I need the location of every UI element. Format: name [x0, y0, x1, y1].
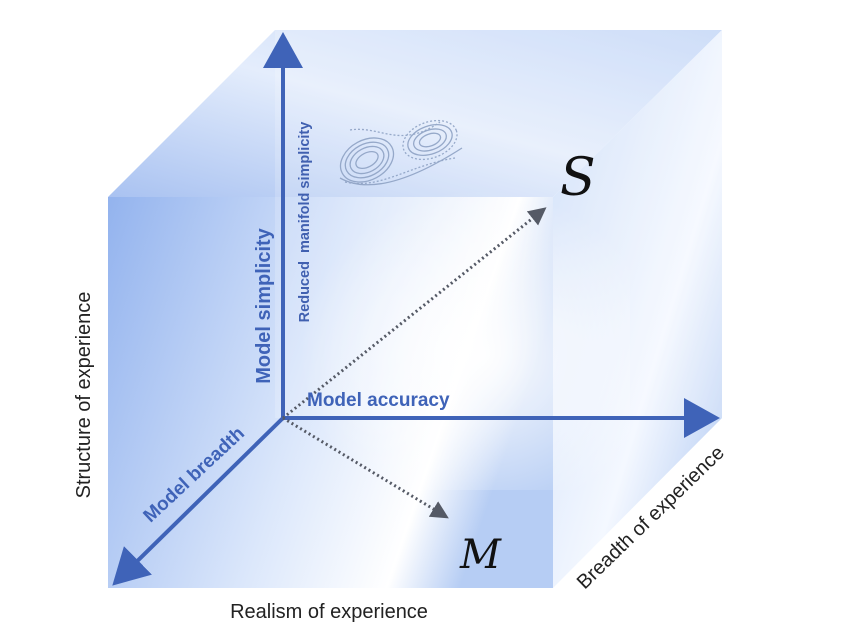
model-simplicity-label: Model simplicity	[253, 227, 275, 383]
m-vector	[282, 416, 449, 519]
structure-of-experience-label: Structure of experience	[73, 292, 95, 499]
axes	[112, 32, 720, 586]
cube-top-face	[108, 30, 722, 197]
cube	[108, 30, 722, 588]
m-symbol: M	[459, 532, 502, 578]
cube-back-face	[275, 30, 722, 418]
s-symbol: S	[560, 148, 596, 208]
vectors	[282, 207, 547, 519]
s-vector	[282, 207, 547, 420]
lorenz-attractor-icon	[339, 119, 463, 186]
model-accuracy-label: Model accuracy	[307, 390, 450, 411]
model-breadth-axis	[112, 416, 285, 586]
realism-of-experience-label: Realism of experience	[230, 601, 428, 623]
reduced-manifold-simplicity-label: Reduced manifold simplicity	[297, 122, 313, 323]
